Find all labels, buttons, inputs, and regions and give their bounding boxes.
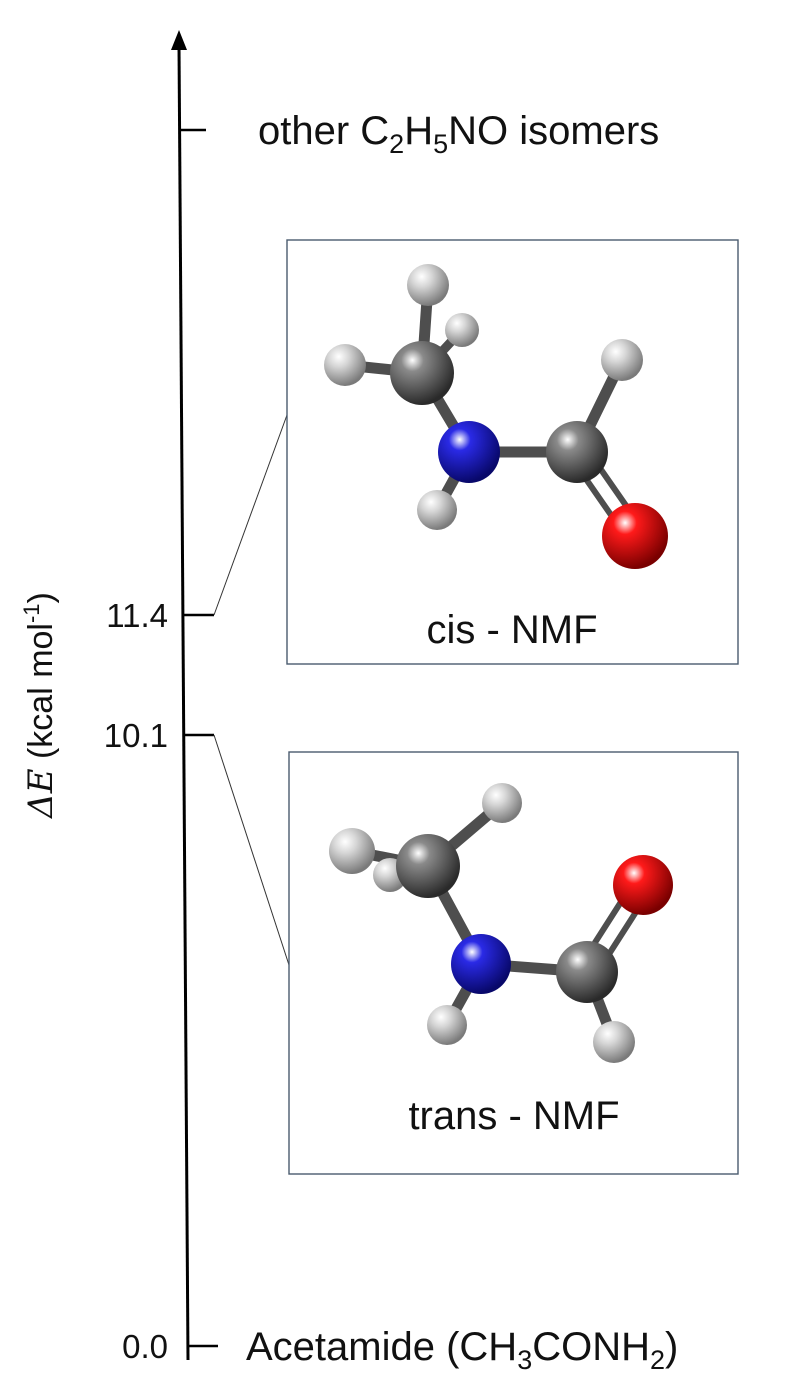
tick-label-cis: 11.4 — [106, 597, 168, 634]
trans-atom-C — [556, 941, 618, 1003]
cis-atom-N — [438, 421, 500, 483]
tick-label-acetamide: 0.0 — [122, 1328, 168, 1365]
cis-nmf-bonds — [339, 279, 646, 541]
trans-atom-H — [593, 1021, 635, 1063]
trans-atom-O — [613, 855, 673, 915]
trans-atom-N — [451, 934, 511, 994]
trans-atom-H — [427, 1005, 467, 1045]
cis-atom-H — [417, 490, 457, 530]
cis-atom-H — [324, 344, 366, 386]
cis-nmf-label: cis - NMF — [426, 608, 597, 652]
axis-arrowhead — [171, 30, 187, 50]
trans-atom-H — [329, 828, 375, 874]
cis-atom-C — [546, 421, 608, 483]
trans-nmf-panel: trans - NMF — [288, 751, 739, 1175]
trans-nmf-label: trans - NMF — [408, 1094, 619, 1138]
level-label-acetamide: Acetamide (CH3CONH2) — [246, 1325, 678, 1375]
cis-atom-C — [390, 341, 454, 405]
cis-atom-H — [601, 339, 643, 381]
cis-atom-H — [445, 313, 479, 347]
tick-label-trans: 10.1 — [104, 717, 168, 754]
cis-nmf-panel: cis - NMF — [286, 239, 739, 665]
cis-atom-O — [602, 503, 668, 569]
y-axis-label: ΔE (kcal mol-1) — [19, 592, 61, 820]
level-label-other: other C2H5NO isomers — [258, 109, 659, 159]
trans-nmf-bonds — [346, 797, 653, 1048]
trans-nmf-box — [288, 751, 739, 1175]
energy-axis — [177, 44, 190, 1361]
cis-nmf-box — [286, 239, 739, 665]
connector-trans-top — [213, 734, 290, 966]
cis-atom-H — [407, 264, 449, 306]
trans-atom-C — [396, 834, 460, 898]
connector-cis-top — [213, 414, 288, 616]
trans-atom-H — [482, 783, 522, 823]
